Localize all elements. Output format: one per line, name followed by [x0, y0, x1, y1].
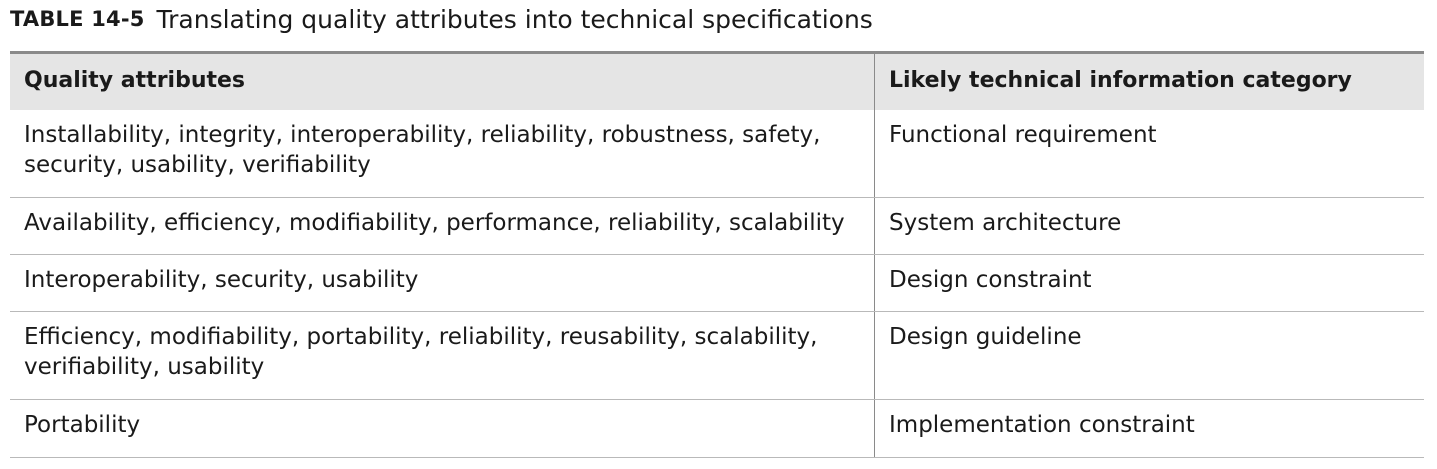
table-caption: TABLE 14-5 Translating quality attribute… — [10, 1, 873, 37]
table-row: Availability, efficiency, modifiability,… — [10, 198, 1424, 255]
header-technical-category: Likely technical information category — [889, 68, 1352, 93]
quality-attributes-table: Quality attributes Likely technical info… — [10, 51, 1424, 458]
table-row: Efficiency, modifiability, portability, … — [10, 312, 1424, 400]
quality-attributes-cell: Interoperability, security, usability — [10, 255, 875, 311]
table-row: Interoperability, security, usability De… — [10, 255, 1424, 312]
technical-category-cell: Design constraint — [889, 267, 1092, 293]
quality-attributes-cell: Availability, efficiency, modifiability,… — [10, 198, 875, 254]
technical-category-cell: Implementation constraint — [889, 412, 1195, 438]
header-quality-attributes: Quality attributes — [10, 54, 875, 110]
technical-category-cell: Design guideline — [889, 324, 1082, 350]
quality-attributes-cell: Efficiency, modifiability, portability, … — [10, 312, 875, 399]
table-number: TABLE 14-5 — [10, 7, 145, 31]
technical-category-cell: System architecture — [889, 210, 1122, 236]
technical-category-cell: Functional requirement — [889, 122, 1157, 148]
table-header-row: Quality attributes Likely technical info… — [10, 54, 1424, 110]
quality-attributes-cell: Installability, integrity, interoperabil… — [10, 110, 875, 197]
table-row: Portability Implementation constraint — [10, 400, 1424, 458]
table-title: Translating quality attributes into tech… — [156, 4, 873, 34]
table-row: Installability, integrity, interoperabil… — [10, 110, 1424, 198]
quality-attributes-cell: Portability — [10, 400, 875, 457]
